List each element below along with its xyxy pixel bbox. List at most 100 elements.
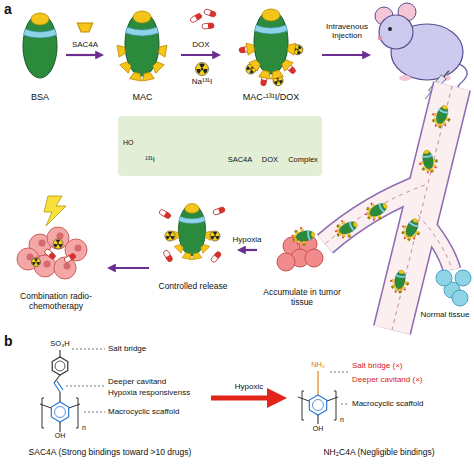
- flow-arrow: [244, 249, 257, 251]
- bracket: [302, 391, 304, 420]
- sac4a-cup: [372, 216, 376, 219]
- flow-arrow: [211, 396, 271, 401]
- nanoparticle: [428, 102, 454, 131]
- bond: [59, 350, 60, 357]
- node-label: ¹³¹I: [145, 156, 155, 165]
- nanoparticle: [417, 149, 440, 175]
- node-label: Accumulate in tumor tissue: [260, 288, 344, 308]
- sac4a-cup: [280, 58, 293, 71]
- sac4a-cup: [130, 72, 143, 81]
- arrow-label: Hypoxic: [235, 383, 263, 392]
- radiation-symbol: [32, 258, 41, 267]
- feature-label: Salt bridge (×): [352, 361, 402, 370]
- dox-capsule: [202, 23, 214, 29]
- sac4a-cup: [191, 252, 202, 259]
- blood-vessel: [325, 86, 452, 330]
- sac4a-cup: [300, 229, 304, 232]
- flow-arrow: [181, 54, 214, 56]
- sac4a-cup: [401, 286, 405, 290]
- sac4a-cup: [404, 234, 408, 238]
- panel-letter: a: [4, 1, 12, 17]
- tumor-region: Accumulate in tumor tissue: [258, 228, 346, 314]
- chem-label: n: [340, 416, 344, 424]
- radiation-symbol: [165, 231, 175, 241]
- sac4a-cup: [371, 204, 375, 208]
- benzene-ring: [52, 357, 68, 375]
- panel-letter: b: [4, 333, 13, 349]
- nanoparticle: [397, 215, 425, 245]
- sac4a-cup: [426, 169, 430, 171]
- dox-capsule: [44, 248, 57, 260]
- sac4a-cup: [395, 288, 399, 291]
- node-label: BSA: [31, 92, 49, 102]
- inset-panel: ¹³¹ISAC4ADOXComplex: [118, 116, 322, 176]
- dox-capsule: [210, 251, 222, 264]
- normal-tissue: [436, 270, 471, 306]
- sac4a-cup: [429, 168, 433, 171]
- sac4a-cup: [294, 237, 297, 241]
- chem-label: OH: [55, 432, 66, 440]
- release-stage: Controlled release: [150, 200, 236, 296]
- dox-capsule: [203, 9, 216, 18]
- sac4a-cup: [403, 230, 406, 234]
- particle-stage: MAC: [105, 6, 180, 108]
- bond: [59, 392, 60, 402]
- sac4a-cup: [297, 240, 301, 244]
- leader-line: [72, 349, 105, 350]
- chem-label: HO: [123, 139, 134, 147]
- nanoparticle: [172, 204, 212, 260]
- nanoparticle: [388, 269, 411, 295]
- lightning-bolt: [44, 196, 66, 226]
- sac4a-cup: [434, 113, 437, 117]
- step-label: Intravenous Injection: [317, 22, 377, 40]
- sac4a-cup: [347, 233, 351, 236]
- node-label: SAC4A (Strong bindings toward >10 drugs): [29, 448, 192, 458]
- node-label: Controlled release: [159, 282, 228, 292]
- particle-stage: BSA: [15, 6, 65, 108]
- sac4a-cup: [270, 70, 283, 79]
- sac4a-cup: [338, 225, 341, 229]
- azo-bond: [57, 381, 63, 390]
- feature-label: Deeper cavitand: [108, 377, 166, 386]
- sac4a-cup: [415, 230, 419, 234]
- chem-label: n: [82, 424, 86, 432]
- sac4a-cup: [77, 23, 93, 32]
- sac4a-cup: [435, 122, 439, 126]
- sac4a-cup: [117, 44, 126, 57]
- node-label: MAC-¹³¹I/DOX: [243, 92, 300, 102]
- node-label: NH₂C4A (Negligible bindings): [323, 448, 434, 458]
- bracket: [334, 391, 336, 420]
- sac4a-cup: [182, 252, 193, 259]
- node-label: MAC: [133, 92, 153, 102]
- sac4a-cup: [423, 166, 427, 170]
- node-label: Combination radio-chemotherapy: [8, 292, 104, 312]
- sac4a-cup: [287, 42, 296, 55]
- particle-stage: MAC-¹³¹I/DOX: [222, 6, 320, 108]
- radiation-symbol: [210, 231, 220, 241]
- therapy-stage: Combination radio-chemotherapy: [6, 192, 106, 324]
- bond: [59, 422, 60, 432]
- bracket: [76, 398, 78, 428]
- bond: [317, 371, 318, 395]
- flow-arrow: [66, 54, 97, 56]
- nanoparticle: [332, 215, 362, 243]
- node-label: DOX: [262, 156, 278, 165]
- sac4a-cup: [438, 123, 442, 126]
- tumor-cells: [17, 227, 87, 279]
- sac4a-cup: [442, 121, 446, 124]
- node-label: Complex: [288, 156, 318, 165]
- feature-label: Deeper cavitand (×): [352, 375, 422, 384]
- chem-label: NH₂: [311, 361, 325, 370]
- nanoparticle: [117, 11, 167, 81]
- sac4a-cup: [294, 234, 296, 238]
- arrow-label: DOX: [192, 41, 209, 50]
- sac4a-cup: [404, 281, 407, 285]
- leader-line: [330, 372, 349, 373]
- sac4a-cup: [249, 58, 262, 71]
- sac4a-cup: [404, 225, 407, 229]
- sac4a-cup: [342, 221, 346, 225]
- dox-capsule: [64, 253, 77, 264]
- sac4a-cup: [368, 214, 372, 218]
- feature-label: Salt bridge: [108, 344, 146, 353]
